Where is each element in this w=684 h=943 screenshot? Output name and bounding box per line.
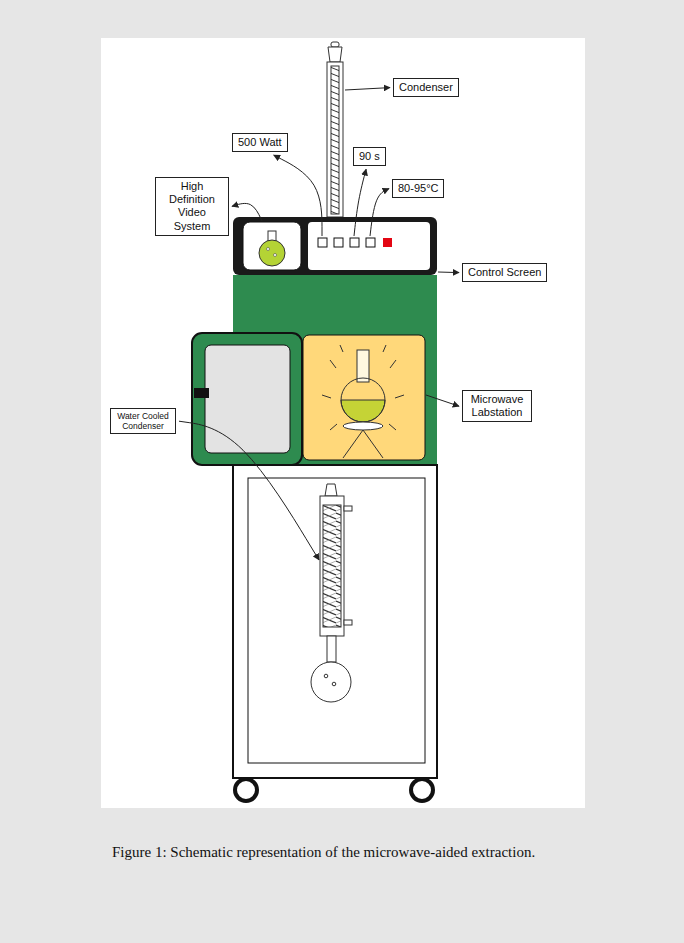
wheels [235, 779, 433, 801]
label-box: High Definition Video System [155, 177, 229, 236]
top-condenser [327, 42, 343, 217]
label-box: Microwave Labstation [462, 390, 532, 422]
label-text: Condenser [399, 81, 453, 94]
label-text: 90 s [359, 150, 380, 163]
leader-arrow [426, 395, 459, 406]
leader-arrow [370, 189, 389, 236]
label-box: 500 Watt [232, 133, 288, 152]
figure-caption: Figure 1: Schematic representation of th… [112, 843, 582, 863]
lower-cabinet [233, 465, 437, 778]
label-text: Control Screen [468, 266, 541, 279]
microwave-body [192, 275, 437, 465]
label-box: Condenser [393, 78, 459, 97]
label-text: 80-95°C [398, 182, 438, 195]
coil-condenser [311, 484, 352, 702]
leader-arrow [345, 88, 390, 90]
leader-arrow [179, 421, 319, 560]
leader-arrow [354, 169, 366, 236]
leader-arrow [438, 272, 459, 274]
label-text: Microwave Labstation [468, 393, 526, 419]
label-text: 500 Watt [238, 136, 282, 149]
label-text: Water Cooled Condenser [116, 411, 170, 431]
label-box: 90 s [353, 147, 386, 166]
leader-arrow [232, 203, 262, 221]
label-box: 80-95°C [392, 179, 444, 198]
label-text: High Definition Video System [161, 180, 223, 233]
control-panel [233, 217, 437, 275]
label-box: Control Screen [462, 263, 547, 282]
leader-arrow [274, 155, 322, 236]
label-box: Water Cooled Condenser [110, 408, 176, 434]
figure-ground [101, 38, 585, 808]
